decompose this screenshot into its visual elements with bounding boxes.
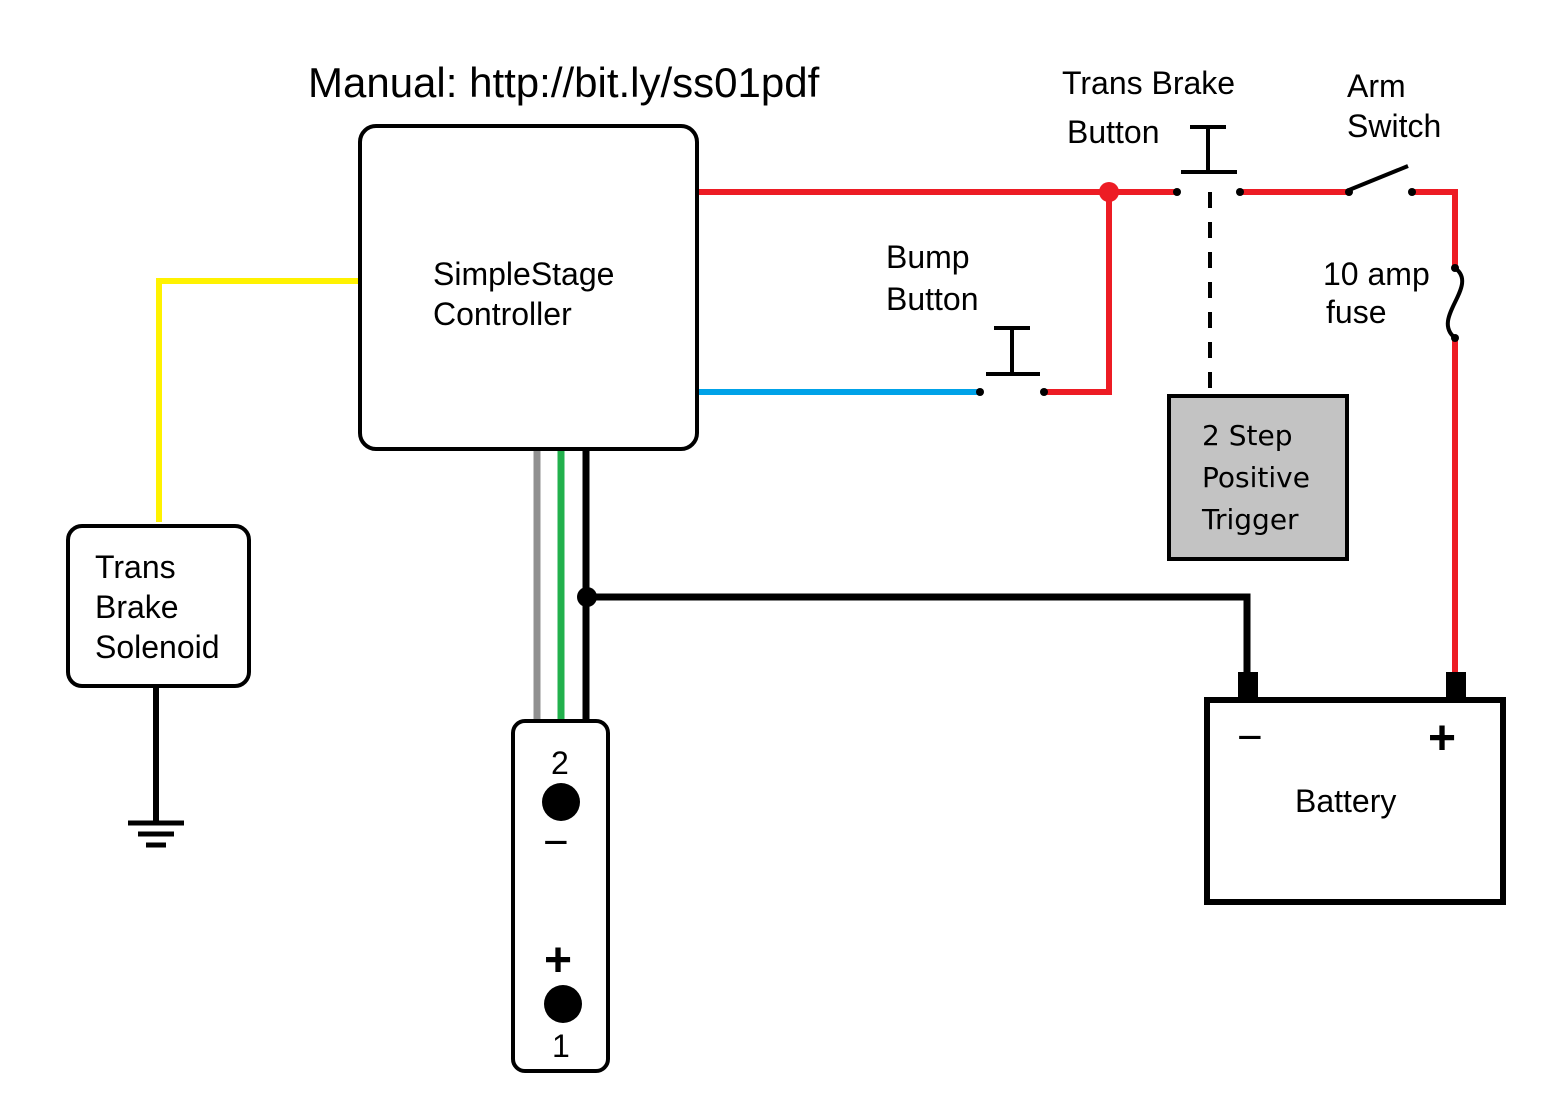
red-wire-arm-to-fuse	[1412, 189, 1458, 268]
arm-switch-icon	[1345, 164, 1416, 196]
controller-box	[358, 124, 699, 451]
yellow-wire	[156, 278, 358, 522]
fuse-label-line2: fuse	[1326, 294, 1386, 330]
arm-switch-label-line2: Switch	[1347, 108, 1441, 144]
red-wire-bump	[1044, 192, 1112, 395]
trans-brake-contact-right	[1236, 188, 1244, 196]
connector-pin-top-dot	[542, 783, 580, 821]
battery-neg-terminal	[1238, 672, 1258, 698]
two-step-label-line3: Trigger	[1201, 503, 1299, 536]
black-junction-dot	[577, 587, 597, 607]
connector-pin-bottom-dot	[544, 985, 582, 1023]
connector-pin-bottom-sign: +	[544, 934, 572, 987]
bump-button-label-line1: Bump	[886, 239, 970, 275]
two-step-box	[1167, 394, 1349, 561]
battery-pos-sign: +	[1428, 712, 1456, 765]
connector-pin-top-sign: −	[543, 818, 569, 867]
battery-box	[1204, 697, 1506, 905]
solenoid-label-line1: Trans	[95, 549, 176, 585]
arm-switch-label-line1: Arm	[1347, 68, 1406, 104]
trans-brake-button-label-line1: Trans Brake	[1062, 65, 1235, 101]
battery-neg-sign: −	[1237, 713, 1263, 762]
fuse-icon	[1445, 264, 1465, 342]
ground-icon	[128, 820, 184, 848]
bump-button-contact-left	[976, 388, 984, 396]
battery-label: Battery	[1295, 783, 1396, 819]
connector-pin-top-number: 2	[551, 745, 569, 781]
battery-pos-terminal	[1446, 672, 1466, 698]
bump-button-contact-right	[1040, 388, 1048, 396]
solenoid-box	[66, 524, 251, 688]
two-step-label-line1: 2 Step	[1202, 419, 1292, 452]
solenoid-label-line2: Brake	[95, 589, 179, 625]
bump-button-label-line2: Button	[886, 281, 979, 317]
manual-label: Manual: http://bit.ly/ss01pdf	[308, 59, 820, 106]
fuse-label-line1: 10 amp	[1323, 256, 1430, 292]
trans-brake-pushbutton-icon	[1181, 125, 1237, 174]
controller-label-line2: Controller	[433, 296, 572, 332]
red-junction-dot	[1099, 182, 1119, 202]
connector-pin-bottom-number: 1	[552, 1028, 570, 1064]
trans-brake-contact-left	[1173, 188, 1181, 196]
controller-label-line1: SimpleStage	[433, 256, 614, 292]
two-step-label-line2: Positive	[1202, 461, 1310, 494]
trans-brake-button-label-line2: Button	[1067, 114, 1160, 150]
connector-box	[511, 719, 610, 1073]
bump-button-pushbutton-icon	[986, 326, 1040, 376]
solenoid-label-line3: Solenoid	[95, 629, 220, 665]
black-wire-battery-neg	[586, 593, 1251, 672]
